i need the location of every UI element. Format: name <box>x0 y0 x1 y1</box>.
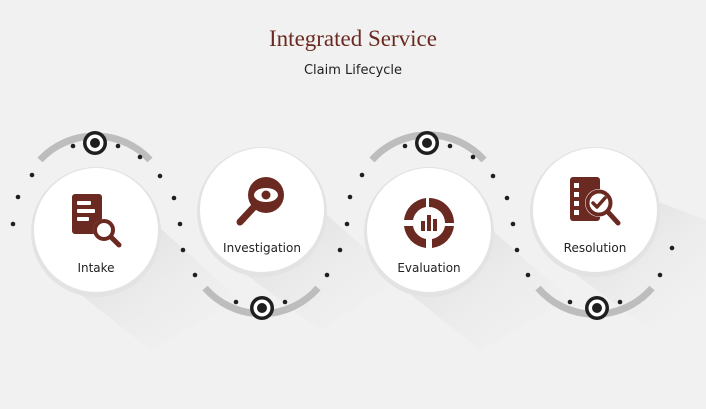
document-search-icon <box>72 194 122 248</box>
checklist-search-icon <box>570 177 621 226</box>
step-label: Investigation <box>223 241 301 255</box>
step-label: Resolution <box>563 241 627 255</box>
target-markers <box>83 131 609 320</box>
page-title: Integrated Service <box>269 26 437 51</box>
step-evaluation: Evaluation <box>364 165 494 295</box>
dotted-arcs <box>10 143 675 305</box>
target-marker-icon <box>250 296 274 320</box>
step-label: Intake <box>77 261 115 275</box>
page-subtitle: Claim Lifecycle <box>303 63 403 78</box>
target-marker-icon <box>585 296 609 320</box>
step-intake: Intake <box>31 165 161 295</box>
target-marker-icon <box>83 131 107 155</box>
target-marker-icon <box>415 131 439 155</box>
step-investigation: Investigation <box>197 145 327 275</box>
step-circles <box>31 147 660 297</box>
magnifier-eye-icon <box>236 177 284 226</box>
donut-bar-chart-icon <box>404 198 454 248</box>
step-resolution: Resolution <box>530 145 660 275</box>
step-label: Evaluation <box>397 261 461 275</box>
